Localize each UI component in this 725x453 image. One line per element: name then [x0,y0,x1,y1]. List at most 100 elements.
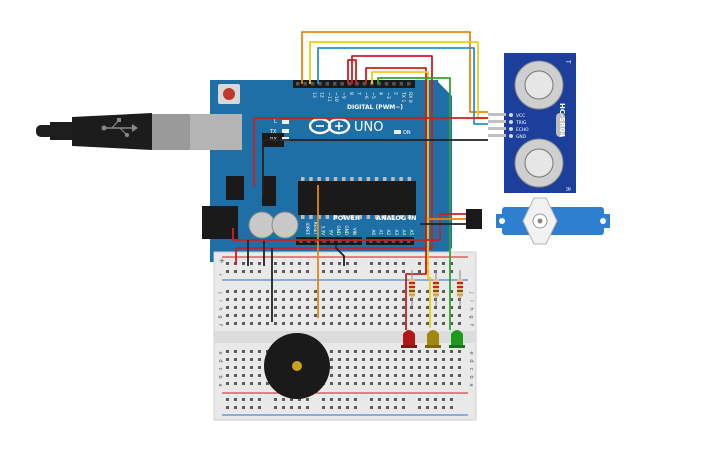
breadboard-rail-hole[interactable] [298,398,301,401]
breadboard-hole[interactable] [394,306,397,309]
breadboard-hole[interactable] [418,298,421,301]
breadboard-hole[interactable] [458,350,461,353]
breadboard-hole[interactable] [426,314,429,317]
breadboard-hole[interactable] [410,382,413,385]
breadboard-hole[interactable] [410,322,413,325]
breadboard-hole[interactable] [410,314,413,317]
breadboard-hole[interactable] [386,358,389,361]
breadboard-hole[interactable] [426,306,429,309]
breadboard-hole[interactable] [442,306,445,309]
breadboard-hole[interactable] [418,322,421,325]
breadboard-hole[interactable] [258,306,261,309]
breadboard-hole[interactable] [346,382,349,385]
header-hole[interactable] [355,82,359,86]
header-hole[interactable] [345,239,350,244]
breadboard-rail-hole[interactable] [234,270,237,273]
breadboard-rail-hole[interactable] [234,398,237,401]
breadboard-hole[interactable] [314,322,317,325]
breadboard-hole[interactable] [434,306,437,309]
breadboard-rail-hole[interactable] [226,406,229,409]
breadboard-hole[interactable] [394,314,397,317]
breadboard-rail-hole[interactable] [234,406,237,409]
breadboard-rail-hole[interactable] [274,406,277,409]
header-hole[interactable] [369,239,373,244]
header-hole[interactable] [392,82,396,86]
breadboard-hole[interactable] [402,382,405,385]
breadboard-hole[interactable] [386,374,389,377]
breadboard-rail-hole[interactable] [322,262,325,265]
breadboard-hole[interactable] [394,374,397,377]
breadboard-hole[interactable] [298,314,301,317]
breadboard-hole[interactable] [354,350,357,353]
breadboard-hole[interactable] [226,306,229,309]
breadboard-hole[interactable] [418,374,421,377]
breadboard-hole[interactable] [298,290,301,293]
breadboard-hole[interactable] [418,358,421,361]
breadboard-hole[interactable] [378,322,381,325]
breadboard-hole[interactable] [410,306,413,309]
breadboard-hole[interactable] [354,366,357,369]
breadboard-hole[interactable] [274,314,277,317]
breadboard-hole[interactable] [346,306,349,309]
breadboard-rail-hole[interactable] [242,262,245,265]
breadboard-hole[interactable] [330,374,333,377]
breadboard-hole[interactable] [226,290,229,293]
breadboard-hole[interactable] [458,382,461,385]
breadboard-hole[interactable] [362,314,365,317]
breadboard-rail-hole[interactable] [386,398,389,401]
breadboard-rail-hole[interactable] [354,406,357,409]
breadboard-rail-hole[interactable] [402,406,405,409]
breadboard-rail-hole[interactable] [434,262,437,265]
breadboard-hole[interactable] [314,314,317,317]
breadboard-hole[interactable] [386,366,389,369]
breadboard-hole[interactable] [266,298,269,301]
breadboard-hole[interactable] [266,322,269,325]
breadboard-rail-hole[interactable] [330,406,333,409]
breadboard-hole[interactable] [282,322,285,325]
breadboard-rail-hole[interactable] [442,398,445,401]
header-hole[interactable] [362,82,367,86]
breadboard-hole[interactable] [386,350,389,353]
breadboard-hole[interactable] [250,298,253,301]
breadboard-hole[interactable] [458,374,461,377]
breadboard-hole[interactable] [226,366,229,369]
breadboard-rail-hole[interactable] [370,262,373,265]
breadboard-hole[interactable] [258,298,261,301]
breadboard-hole[interactable] [354,322,357,325]
breadboard-hole[interactable] [426,382,429,385]
breadboard-hole[interactable] [234,322,237,325]
breadboard-hole[interactable] [234,350,237,353]
breadboard-rail-hole[interactable] [370,406,373,409]
breadboard-rail-hole[interactable] [450,262,453,265]
breadboard-hole[interactable] [338,306,341,309]
breadboard-hole[interactable] [394,358,397,361]
breadboard-hole[interactable] [362,382,365,385]
breadboard-hole[interactable] [442,322,445,325]
breadboard-hole[interactable] [362,322,365,325]
breadboard-hole[interactable] [258,350,261,353]
breadboard-hole[interactable] [378,290,381,293]
breadboard-rail-hole[interactable] [258,398,261,401]
breadboard-hole[interactable] [362,366,365,369]
breadboard-hole[interactable] [394,298,397,301]
breadboard-hole[interactable] [442,366,445,369]
breadboard-hole[interactable] [250,314,253,317]
breadboard-hole[interactable] [434,322,437,325]
breadboard-hole[interactable] [306,290,309,293]
breadboard-hole[interactable] [434,350,437,353]
breadboard-hole[interactable] [442,290,445,293]
breadboard-hole[interactable] [338,322,341,325]
breadboard-hole[interactable] [370,350,373,353]
breadboard-hole[interactable] [394,382,397,385]
header-hole[interactable] [325,82,330,86]
breadboard-hole[interactable] [418,350,421,353]
breadboard-hole[interactable] [322,290,325,293]
header-hole[interactable] [299,239,303,244]
breadboard-hole[interactable] [242,374,245,377]
breadboard-hole[interactable] [370,314,373,317]
breadboard-hole[interactable] [250,358,253,361]
breadboard-rail-hole[interactable] [298,406,301,409]
breadboard-hole[interactable] [450,314,453,317]
breadboard-hole[interactable] [410,350,413,353]
breadboard-hole[interactable] [354,358,357,361]
